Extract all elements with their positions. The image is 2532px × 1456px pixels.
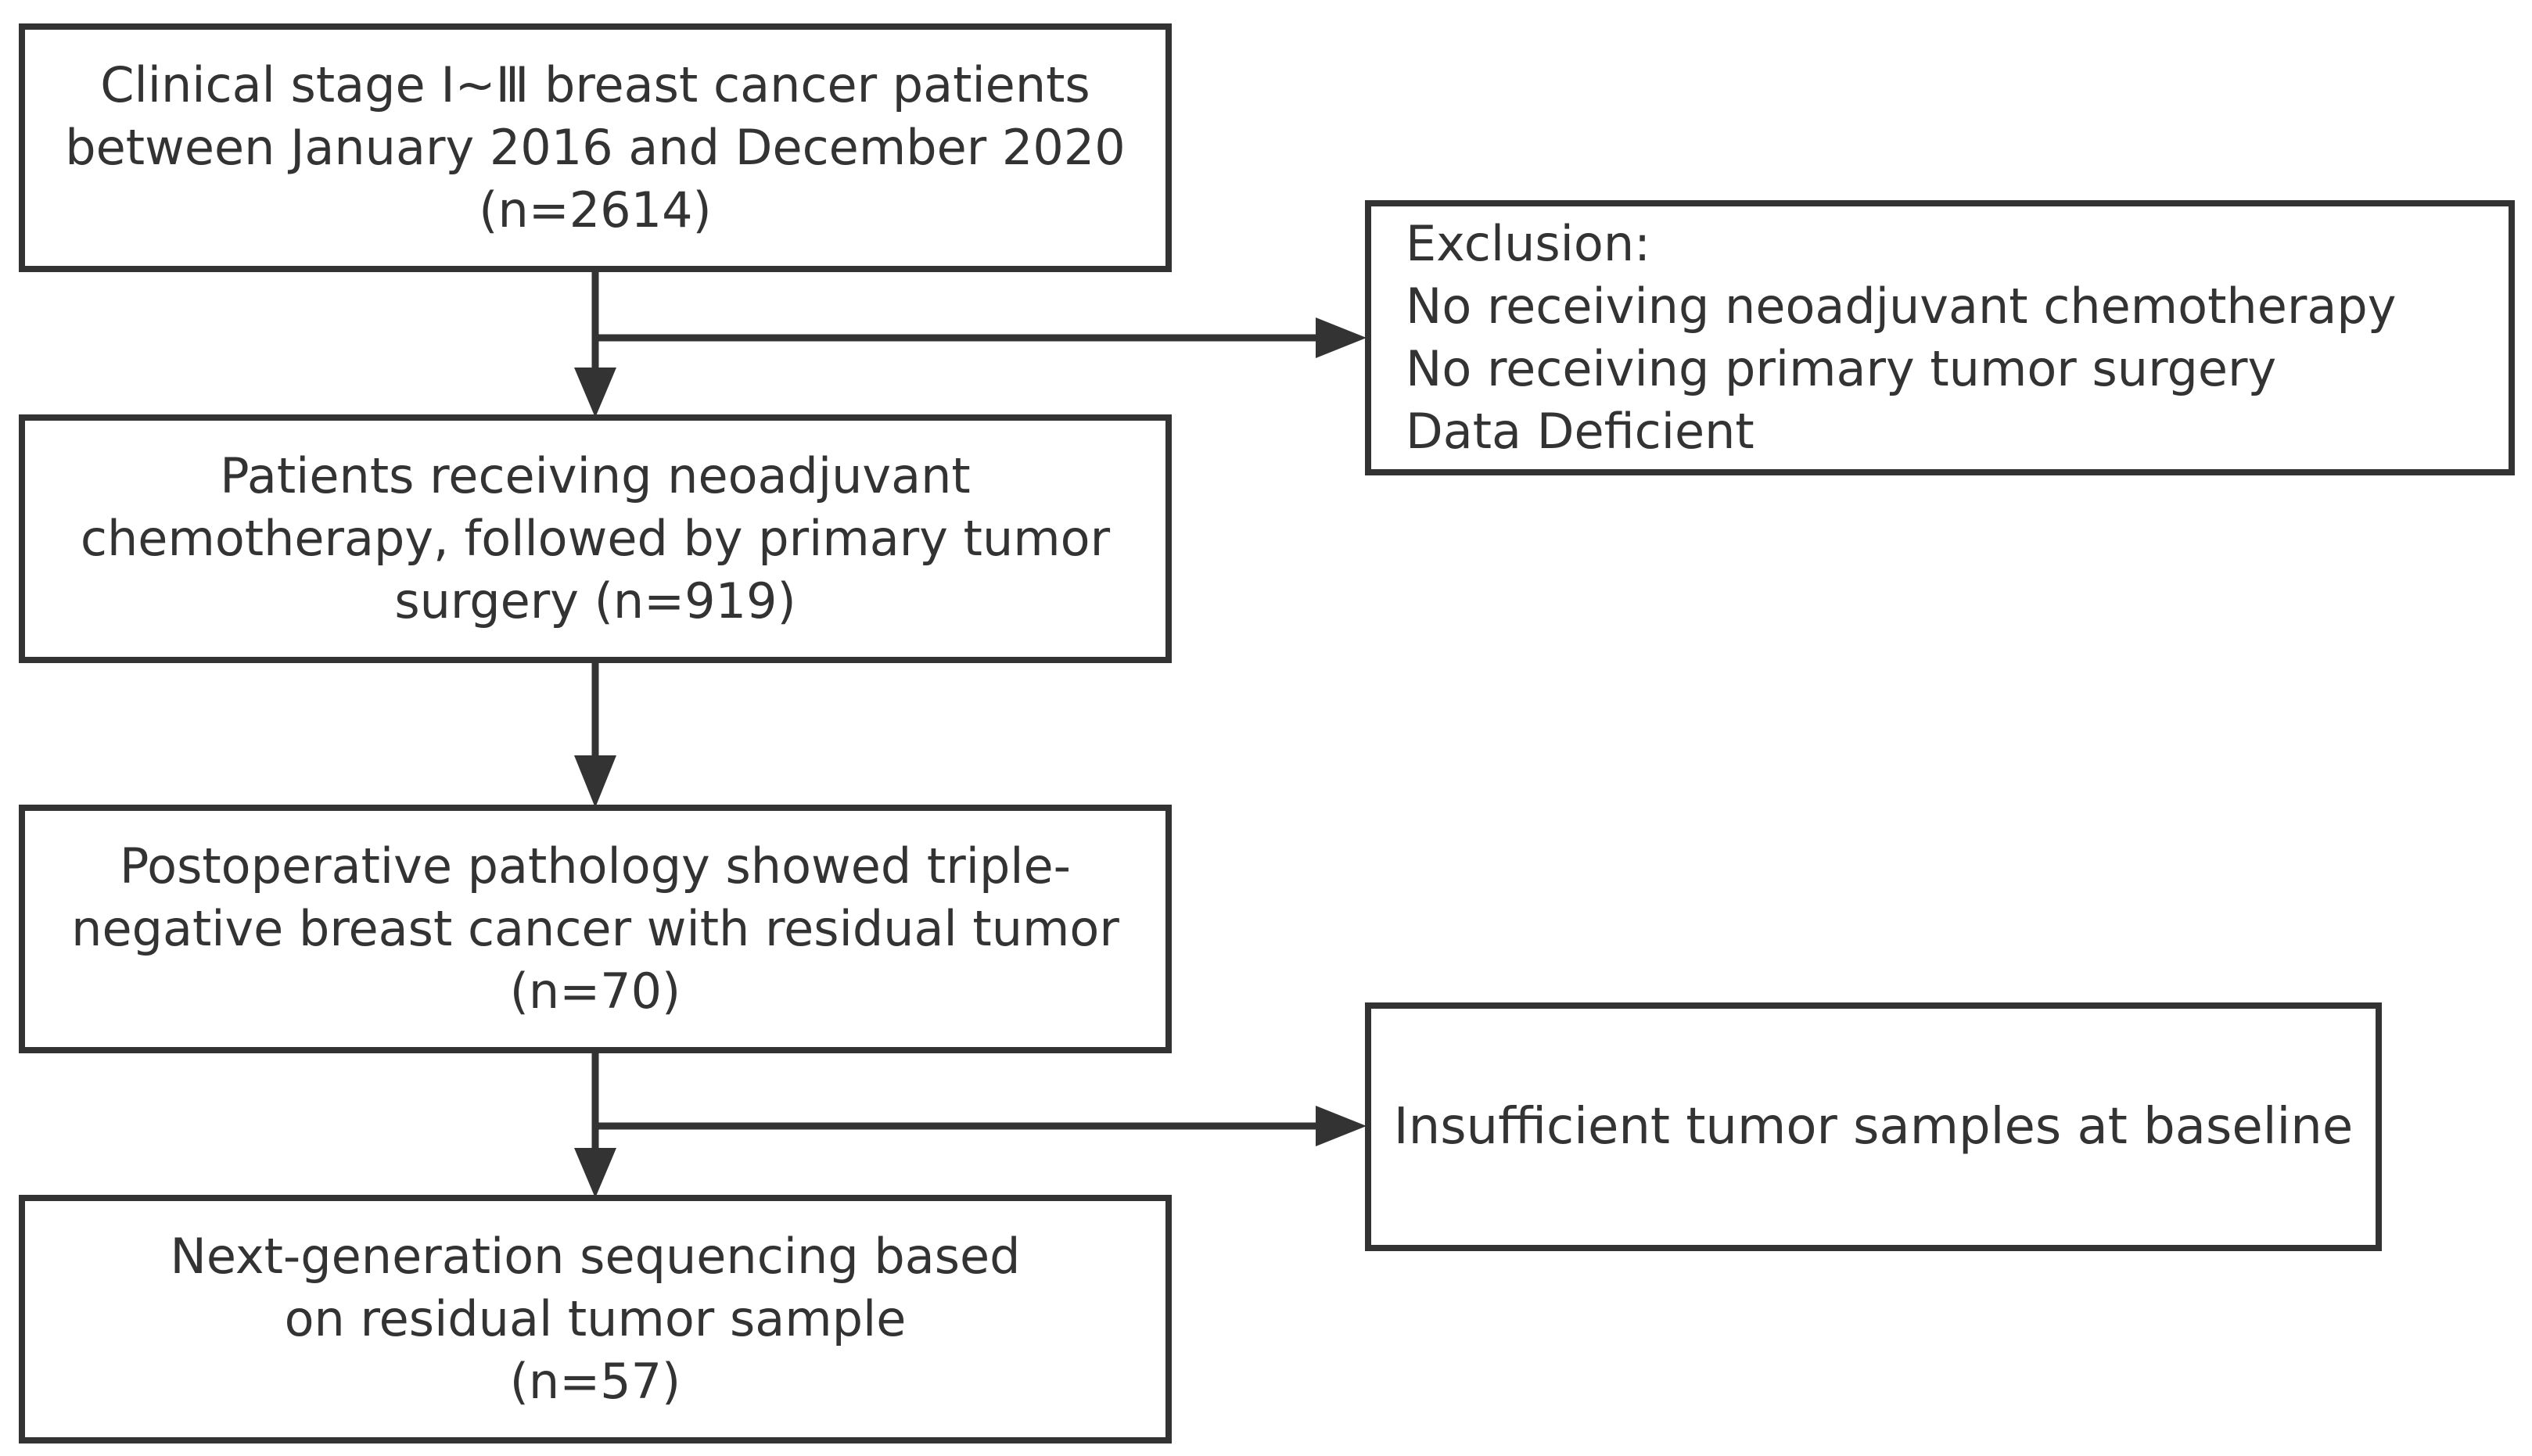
neoadjuvant-patients-box: Patients receiving neoadjuvant chemother… <box>19 414 1172 663</box>
ngs-box-line-1: Next-generation sequencing based <box>170 1228 1021 1285</box>
exclusion-item-data-deficient: Data Deficient <box>1406 403 1754 460</box>
arrowhead-down-3 <box>574 1148 616 1198</box>
ngs-box: Next-generation sequencing based on resi… <box>19 1195 1172 1443</box>
tnbc-box-line-1: Postoperative pathology showed triple- <box>119 837 1072 895</box>
arrowhead-right-exclusion <box>1316 317 1367 358</box>
exclusion-item-no-neoadjuvant: No receiving neoadjuvant chemotherapy <box>1406 278 2397 335</box>
neoadjuvant-box-line-2: chemotherapy, followed by primary tumor <box>80 510 1111 567</box>
stage-patients-box: Clinical stage Ⅰ~Ⅲ breast cancer patient… <box>19 23 1172 272</box>
ngs-box-line-3: (n=57) <box>509 1353 681 1410</box>
neoadjuvant-box-line-1: Patients receiving neoadjuvant <box>220 447 971 504</box>
exclusion-heading: Exclusion: <box>1406 215 1651 272</box>
arrowhead-down-1 <box>574 368 616 418</box>
tnbc-box-line-2: negative breast cancer with residual tum… <box>71 900 1119 957</box>
tnbc-residual-box: Postoperative pathology showed triple- n… <box>19 805 1172 1053</box>
arrowhead-down-2 <box>574 755 616 808</box>
exclusion-item-no-surgery: No receiving primary tumor surgery <box>1406 340 2277 397</box>
ngs-box-line-2: on residual tumor sample <box>284 1290 907 1347</box>
insufficient-box-text: Insufficient tumor samples at baseline <box>1393 1098 2354 1156</box>
stage-box-line-1: Clinical stage Ⅰ~Ⅲ breast cancer patient… <box>100 56 1090 113</box>
stage-box-line-3: (n=2614) <box>479 181 712 238</box>
exclusion-box: Exclusion: No receiving neoadjuvant chem… <box>1365 200 2515 475</box>
neoadjuvant-box-line-3: surgery (n=919) <box>394 572 796 629</box>
tnbc-box-line-3: (n=70) <box>509 963 681 1020</box>
stage-box-line-2: between January 2016 and December 2020 <box>65 119 1126 176</box>
arrowhead-right-insufficient <box>1316 1106 1367 1146</box>
insufficient-samples-box: Insufficient tumor samples at baseline <box>1365 1002 2382 1251</box>
